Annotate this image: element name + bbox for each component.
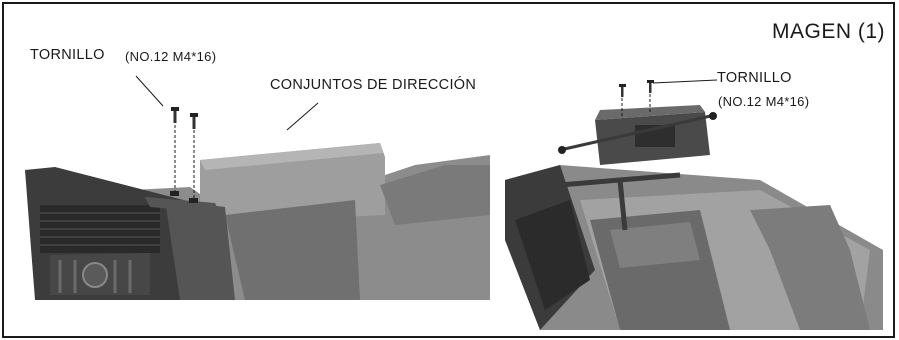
left-screw-spec: (NO.12 M4*16) [125,49,217,64]
left-illustration [25,107,490,300]
assembly-label: CONJUNTOS DE DIRECCIÓN [270,77,477,93]
right-screw-label: TORNILLO [717,70,792,86]
left-screw-label: TORNILLO [30,47,105,63]
right-illustration [505,80,883,330]
page-title: MAGEN (1) [771,20,885,43]
right-screw-spec: (NO.12 M4*16) [718,94,810,109]
